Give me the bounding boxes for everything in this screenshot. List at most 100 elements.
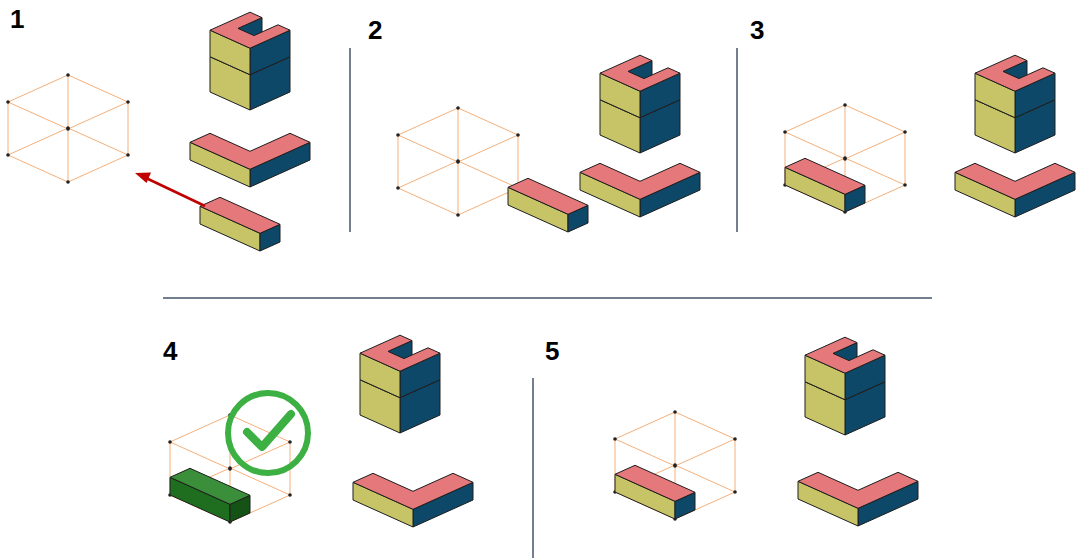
cube-vertex <box>783 130 787 134</box>
cube-vertex <box>66 73 70 77</box>
cube-edge <box>128 102 129 155</box>
cube-vertex <box>456 213 460 217</box>
cube-edge <box>8 75 68 102</box>
wireframe-cube <box>396 106 520 217</box>
cube-vertex <box>228 466 232 470</box>
bar-piece <box>170 468 250 522</box>
cube-vertex <box>843 156 847 160</box>
u-piece <box>210 12 290 110</box>
cube-edge <box>518 135 519 188</box>
cube-vertex <box>66 126 70 130</box>
cube-vertex <box>6 153 10 157</box>
panel-divider <box>532 378 534 558</box>
cube-vertex <box>456 106 460 110</box>
cube-edge <box>458 162 459 215</box>
l-piece <box>353 473 473 527</box>
check-circle <box>228 393 308 473</box>
cube-edge <box>398 135 458 162</box>
step-number: 3 <box>750 17 764 43</box>
cube-vertex <box>66 127 70 131</box>
block-top <box>615 465 695 501</box>
block-top <box>798 472 918 508</box>
cube-edge <box>905 132 906 185</box>
cube-edge <box>615 439 675 466</box>
cube-vertex <box>673 410 677 414</box>
cube-vertex <box>733 437 737 441</box>
cube-edge <box>398 188 458 215</box>
bar-piece <box>785 158 865 212</box>
cube-vertex <box>66 180 70 184</box>
block-top <box>955 163 1075 199</box>
block-top <box>353 473 473 509</box>
l-piece <box>955 163 1075 217</box>
cube-edge <box>8 102 68 129</box>
cube-edge <box>398 161 458 188</box>
step-number: 1 <box>10 6 24 32</box>
cube-edge <box>845 105 905 132</box>
cube-vertex <box>613 437 617 441</box>
arrow-head <box>135 173 151 184</box>
l-piece <box>190 133 310 187</box>
step-number: 5 <box>545 338 559 364</box>
cube-edge <box>458 135 518 162</box>
cube-vertex <box>673 463 677 467</box>
arrow-shaft <box>146 178 205 206</box>
cube-edge <box>615 412 675 439</box>
cube-edge <box>68 75 128 102</box>
block-top <box>170 468 250 504</box>
cube-vertex <box>456 159 460 163</box>
cube-edge <box>675 412 676 465</box>
block-top <box>508 178 588 214</box>
cube-edge <box>845 105 846 158</box>
u-piece <box>805 337 885 435</box>
cube-vertex <box>288 440 292 444</box>
cube-edge <box>68 75 69 128</box>
cube-vertex <box>843 103 847 107</box>
cube-edge <box>68 155 128 182</box>
block-top <box>785 158 865 194</box>
cube-edge <box>8 155 68 182</box>
cube-edge <box>785 132 845 159</box>
cube-vertex <box>673 464 677 468</box>
bar-piece <box>200 197 280 251</box>
bar-piece <box>508 178 588 232</box>
l-piece <box>798 472 918 526</box>
cube-vertex <box>903 130 907 134</box>
cube-edge <box>8 102 9 155</box>
panel-divider <box>349 48 351 232</box>
cube-edge <box>735 439 736 492</box>
cube-vertex <box>733 490 737 494</box>
block-top <box>200 197 280 233</box>
cube-vertex <box>288 493 292 497</box>
u-piece <box>975 55 1055 153</box>
step-number: 2 <box>368 17 382 43</box>
panel-divider <box>163 297 932 299</box>
cube-vertex <box>6 100 10 104</box>
cube-vertex <box>396 186 400 190</box>
cube-edge <box>785 105 845 132</box>
cube-edge <box>458 161 518 188</box>
cube-edge <box>68 102 128 129</box>
cube-edge <box>458 108 459 161</box>
step-number: 4 <box>163 338 177 364</box>
cube-vertex <box>126 100 130 104</box>
cube-vertex <box>396 133 400 137</box>
cube-edge <box>8 128 68 155</box>
cube-edge <box>170 442 230 469</box>
cube-edge <box>675 412 735 439</box>
move-arrow <box>135 173 205 207</box>
block-top <box>360 335 440 371</box>
cube-vertex <box>903 183 907 187</box>
block-top <box>600 55 680 91</box>
block-top <box>190 133 310 169</box>
u-piece <box>600 55 680 153</box>
cube-vertex <box>843 157 847 161</box>
cube-vertex <box>126 153 130 157</box>
cube-edge <box>675 439 735 466</box>
check-mark <box>247 414 291 447</box>
block-top <box>210 12 290 48</box>
cube-vertex <box>456 160 460 164</box>
cube-edge <box>398 135 399 188</box>
